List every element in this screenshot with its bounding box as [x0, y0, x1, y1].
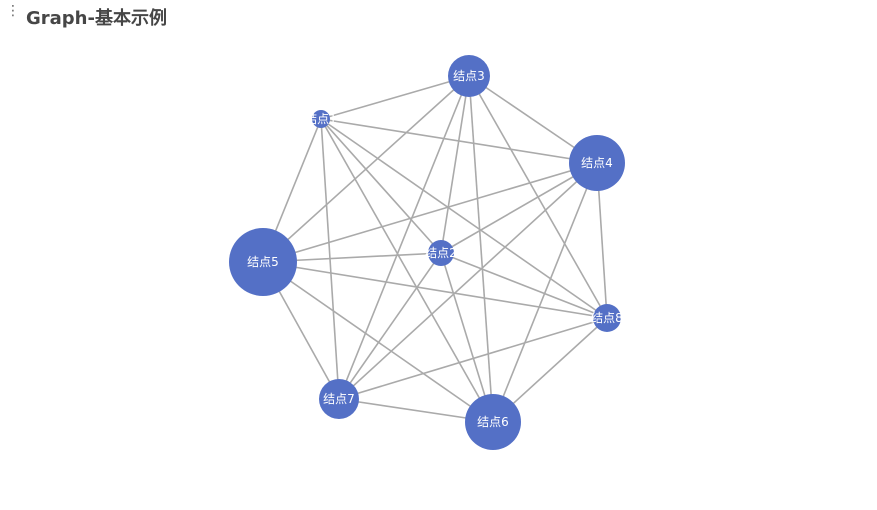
node-circle[interactable]	[428, 240, 454, 266]
edge-n1-n6	[320, 118, 494, 423]
edge-n3-n7	[338, 75, 470, 400]
edge-n4-n6	[492, 162, 598, 423]
node-label: 结点8	[591, 311, 623, 325]
edge-n3-n5	[262, 75, 470, 263]
node-circle[interactable]	[593, 304, 621, 332]
node-circle[interactable]	[465, 394, 521, 450]
edge-n1-n3	[320, 75, 470, 120]
graph-node-n1[interactable]: 结点1	[305, 110, 337, 128]
graph-edges	[262, 75, 608, 423]
edge-n2-n4	[440, 162, 598, 254]
node-circle[interactable]	[448, 55, 490, 97]
node-circle[interactable]	[569, 135, 625, 191]
graph-node-n3[interactable]: 结点3	[448, 55, 490, 97]
edge-n3-n6	[468, 75, 494, 423]
edge-n4-n7	[338, 162, 598, 400]
edge-n7-n8	[338, 317, 608, 400]
menu-dots-icon[interactable]: ⋮	[6, 3, 20, 19]
node-label: 结点1	[305, 112, 337, 126]
edge-n5-n6	[262, 261, 494, 423]
graph-node-n8[interactable]: 结点8	[591, 304, 623, 332]
graph-node-n2[interactable]: 结点2	[425, 240, 457, 266]
edge-n1-n8	[320, 118, 608, 319]
node-label: 结点6	[477, 415, 509, 429]
graph-nodes[interactable]: 结点1 结点2 结点3 结点4 结点5 结点6 结点7 结点8	[229, 55, 625, 450]
edge-n3-n8	[468, 75, 608, 319]
edge-n2-n8	[440, 252, 608, 319]
edge-n4-n5	[262, 162, 598, 263]
node-label: 结点2	[425, 246, 457, 260]
edge-n2-n6	[440, 252, 494, 423]
graph-node-n7[interactable]: 结点7	[319, 379, 359, 419]
graph-node-n6[interactable]: 结点6	[465, 394, 521, 450]
edge-n2-n7	[338, 252, 442, 400]
graph-node-n5[interactable]: 结点5	[229, 228, 297, 296]
edge-n5-n8	[262, 261, 608, 319]
edge-n2-n3	[440, 75, 470, 254]
node-circle[interactable]	[229, 228, 297, 296]
graph-node-n4[interactable]: 结点4	[569, 135, 625, 191]
node-label: 结点5	[247, 255, 279, 269]
node-circle[interactable]	[312, 110, 330, 128]
edge-n1-n2	[320, 118, 442, 254]
node-label: 结点7	[323, 392, 355, 406]
node-label: 结点3	[453, 69, 485, 83]
node-circle[interactable]	[319, 379, 359, 419]
page-title: Graph-基本示例	[26, 8, 167, 29]
node-label: 结点4	[581, 156, 613, 170]
